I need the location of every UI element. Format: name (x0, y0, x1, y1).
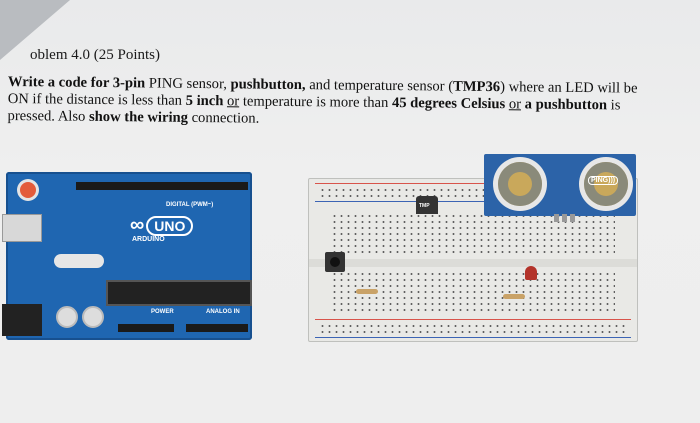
crystal-oscillator (54, 254, 104, 268)
problem-bold: 3-pin (112, 75, 146, 92)
problem-bold: pushbutton, (230, 76, 306, 94)
digital-pwm-label: DIGITAL (PWM~) (166, 202, 214, 208)
capacitor (56, 306, 78, 328)
analog-in-label: ANALOG IN (206, 309, 240, 315)
arduino-brand: ARDUINO (132, 236, 165, 243)
analog-header (186, 324, 248, 332)
terminal-holes-top (331, 213, 615, 255)
problem-bold: a pushbutton (524, 96, 608, 114)
digital-header (76, 182, 248, 190)
resistor (350, 289, 384, 294)
problem-text: connection. (187, 109, 260, 127)
capacitor (82, 306, 104, 328)
problem-text: and temperature sensor ( (305, 77, 454, 95)
problem-text: PING sensor, (145, 75, 231, 93)
ping-pin (554, 214, 559, 222)
ping-label: PING))) (588, 176, 619, 185)
page-fold-corner (0, 0, 70, 60)
problem-bold: 5 inch (185, 92, 224, 110)
power-rail-blue (315, 201, 631, 202)
power-label: POWER (151, 309, 174, 315)
center-channel (309, 259, 637, 267)
pushbutton (325, 252, 345, 272)
power-rail-blue (315, 337, 631, 338)
tmp-label: TMP (419, 203, 430, 209)
uno-badge: UNO (146, 216, 194, 236)
problem-statement: Write a code for 3-pin PING sensor, push… (7, 74, 647, 132)
tmp36-sensor (416, 196, 438, 214)
led (525, 266, 537, 280)
ping-sensor: PING))) (484, 154, 636, 222)
ping-pin (562, 214, 567, 222)
reset-button (20, 182, 36, 198)
power-rail-red (315, 183, 631, 184)
terminal-holes-bottom (331, 271, 615, 313)
infinity-logo-icon: ∞ (130, 214, 144, 236)
ping-pin (570, 214, 575, 222)
arduino-uno-board: DIGITAL (PWM~) ∞UNO ARDUINO POWER ANALOG… (2, 172, 252, 340)
problem-text: Write a code for (7, 74, 113, 92)
resistor (497, 294, 531, 299)
ultrasonic-transducer-icon (498, 162, 542, 206)
usb-port (2, 214, 42, 242)
problem-bold: 45 degrees Celsius (391, 95, 506, 113)
arduino-logo: ∞UNO (130, 214, 194, 237)
power-header (118, 324, 174, 332)
problem-bold: TMP36 (453, 78, 501, 96)
atmega-chip (106, 280, 252, 306)
problem-underline: or (508, 96, 522, 113)
problem-text: temperature is more than (239, 93, 393, 112)
problem-heading: oblem 4.0 (25 Points) (30, 47, 160, 63)
problem-underline: or (226, 93, 240, 110)
rail-holes (319, 323, 627, 335)
power-jack (2, 304, 42, 336)
power-rail-red (315, 319, 631, 320)
problem-bold: show the wiring (88, 108, 189, 126)
